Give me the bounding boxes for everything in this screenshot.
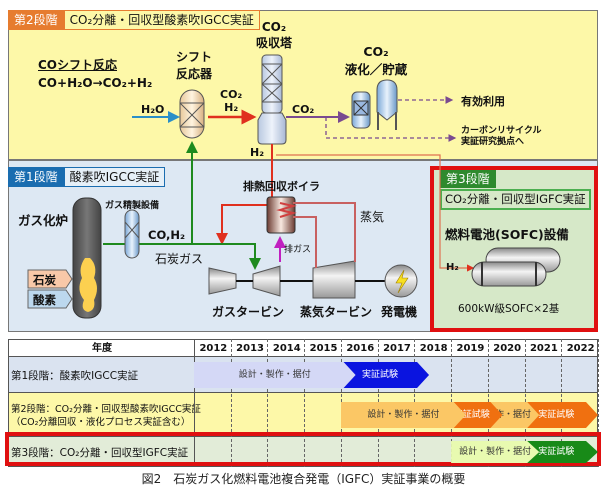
carbon-recycle-arrow — [325, 117, 457, 142]
h2o-label: H₂O — [141, 103, 165, 116]
year-header-2012: 2012 — [199, 343, 228, 354]
coal-input-icon — [27, 269, 73, 289]
sofc-equipment-label: 燃料電池(SOFC)設備 — [445, 227, 569, 242]
stage2-title: CO₂分離・回収型酸素吹IGCC実証 — [63, 10, 260, 30]
grid-line — [304, 339, 306, 467]
year-header-2015: 2015 — [309, 343, 338, 354]
absorber-label-1: CO₂ — [261, 20, 287, 34]
coal-gas-label: 石炭ガス — [155, 252, 204, 266]
stage3-tag-label: 第3段階 — [440, 170, 496, 188]
gas-cleanup-label: ガス精製設備 — [105, 201, 160, 211]
steam-return-line — [293, 216, 317, 268]
shift-reactor-label: シフト 反応器 — [176, 48, 213, 82]
stage1-row-label: 第1段階：酸素吹IGCC実証 — [11, 370, 139, 382]
co2-liquefaction-icon — [351, 79, 398, 130]
grid-line — [194, 339, 195, 467]
process-diagram — [27, 54, 561, 319]
stage1-tag-label: 第1段階 — [8, 167, 64, 187]
schedule-bar: 実証試験 — [515, 441, 598, 463]
h2-to-sofc-line — [276, 154, 475, 272]
steam-line — [293, 202, 356, 262]
stage3-highlight-frame — [5, 432, 601, 466]
co2-label-a: CO₂ — [220, 88, 243, 101]
hrsg-icon — [266, 196, 297, 234]
figure-caption: 図2 石炭ガス化燃料電池複合発電（IGFC）実証事業の概要 — [141, 472, 466, 486]
gasifier-icon — [72, 197, 102, 319]
stage2-tag-label: 第2段階 — [8, 10, 64, 30]
stage3-title: CO₂分離・回収型IGFC実証 — [440, 189, 591, 210]
schedule-bar: 設計・製作・据付 — [451, 441, 539, 463]
stage1-tag: 第1段階 酸素吹IGCC実証 — [8, 167, 166, 187]
oxygen-label: 酸素 — [33, 293, 56, 307]
coal-gas-line — [103, 243, 261, 270]
carbon-recycle-label: カーボンリサイクル 実証研究拠点へ — [461, 126, 542, 148]
steam-turbine-label: 蒸気タービン — [300, 305, 373, 319]
oxygen-input-icon — [27, 289, 73, 309]
year-header-2021: 2021 — [529, 343, 558, 354]
stage2-row-sublabel: （CO₂分離回収・液化プロセス実証含む） — [11, 417, 191, 428]
absorber-label: CO₂ 吸収塔 — [254, 20, 294, 51]
co2-outlet-label: CO₂ — [292, 103, 315, 116]
co-shift-title: COシフト反応 — [38, 58, 118, 72]
schedule-row-stage2: 第2段階：CO₂分離・回収型酸素吹IGCC実証 （CO₂分離回収・液化プロセス実… — [8, 393, 598, 437]
year-header-2017: 2017 — [383, 343, 411, 354]
year-header-2016: 2016 — [346, 343, 375, 354]
h2-label-a: H₂ — [224, 101, 239, 114]
carbon-recycle-label-1: カーボンリサイクル — [461, 126, 542, 136]
grid-line — [598, 339, 599, 467]
stage2-row-label: 第2段階：CO₂分離・回収型酸素吹IGCC実証 — [11, 404, 201, 415]
generator-label: 発電機 — [381, 305, 418, 319]
generator-icon — [384, 264, 418, 298]
schedule-header-row: 年度 2012 2013 2014 2015 2016 2017 2018 2019 2020 2… — [8, 339, 598, 357]
schedule-bar: 設計・製作・据付 — [194, 362, 356, 388]
co-shift-equation: CO+H₂O→CO₂+H₂ — [38, 76, 153, 90]
gas-cleanup-icon — [124, 209, 140, 259]
stage1-title: 酸素吹IGCC実証 — [63, 167, 166, 187]
year-header-2014: 2014 — [272, 343, 301, 354]
stage3-row-label: 第3段階：CO₂分離・回収型IGFC実証 — [11, 447, 189, 459]
absorber-label-2: 吸収塔 — [255, 36, 292, 50]
steam-turbine-icon — [312, 260, 385, 299]
h2-outlet-label: H₂ — [250, 146, 265, 159]
carbon-recycle-label-2: 実証研究拠点へ — [461, 137, 525, 147]
liquefaction-label: CO₂ 液化／貯蔵 — [340, 44, 412, 78]
shift-reactor-label-2: 反応器 — [176, 67, 213, 81]
steam-label: 蒸気 — [360, 210, 385, 224]
year-header-2013: 2013 — [236, 343, 264, 354]
shift-reactor-label-1: シフト — [176, 50, 213, 64]
co-h2-label: CO,H₂ — [148, 228, 185, 242]
gas-turbine-label: ガスタービン — [212, 305, 285, 319]
year-header-2022: 2022 — [566, 343, 595, 354]
year-header-2019: 2019 — [456, 343, 485, 354]
year-header-2018: 2018 — [419, 343, 448, 354]
stage2-tag: 第2段階 CO₂分離・回収型酸素吹IGCC実証 — [8, 10, 260, 30]
liquefaction-label-1: CO₂ — [363, 44, 389, 59]
grid-line — [230, 339, 232, 467]
sofc-capacity-label: 600kW級SOFC×2基 — [458, 303, 560, 315]
co2-absorber-icon — [257, 54, 287, 145]
sofc-h2-label: H₂ — [446, 262, 459, 273]
stage2-panel — [8, 10, 598, 160]
schedule-bar: 設計・製作・据付 — [341, 402, 466, 428]
fiscal-year-header: 年度 — [92, 343, 112, 354]
co2-h2-label: CO₂ H₂ — [220, 88, 242, 114]
sofc-icon — [471, 247, 561, 287]
effective-use-label: 有効利用 — [461, 95, 505, 108]
gasifier-label: ガス化炉 — [18, 213, 69, 228]
h2-to-turbine-line — [216, 144, 273, 245]
gas-turbine-icon — [208, 265, 313, 297]
exhaust-label: 排ガス — [284, 245, 312, 255]
hrsg-label: 排熱回収ボイラ — [243, 180, 320, 193]
coal-label: 石炭 — [33, 273, 56, 287]
grid-line — [267, 339, 269, 467]
shift-reactor-icon — [179, 89, 205, 139]
year-header-2020: 2020 — [493, 343, 522, 354]
liquefaction-label-2: 液化／貯蔵 — [344, 62, 408, 77]
